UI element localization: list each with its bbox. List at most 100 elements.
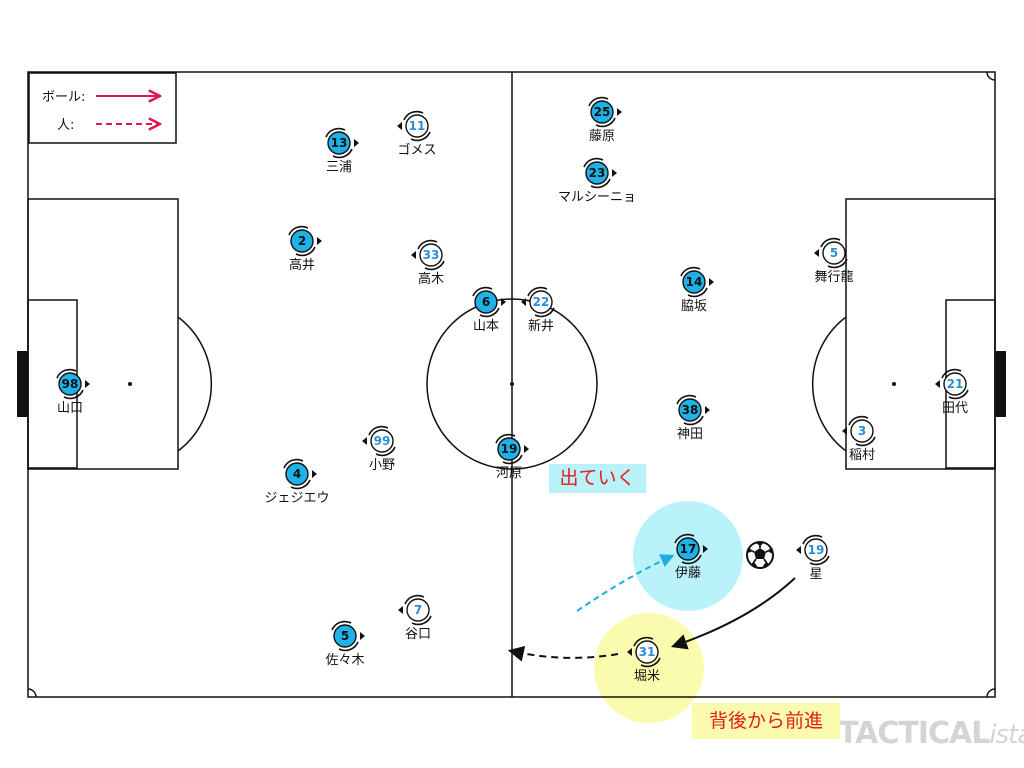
team-a-players: 98山口13三浦2高井4ジェジエウ5佐々木6山本19河原25藤原23マルシーニョ… <box>56 96 714 668</box>
player-ring-arc <box>63 389 84 400</box>
player-ring-arc <box>827 258 848 269</box>
player-name: 田代 <box>942 401 968 416</box>
player-name: 脇坂 <box>681 299 707 314</box>
player-ring-arc <box>411 615 432 626</box>
player-ring-arc <box>288 225 309 236</box>
facing-arrow-icon <box>411 251 416 259</box>
player-name: ゴメス <box>397 142 436 158</box>
watermark-main: TACTICAL <box>838 716 990 751</box>
player-name: 伊藤 <box>675 566 701 581</box>
player-ring-arc <box>338 641 359 652</box>
player-number: 6 <box>482 295 490 309</box>
player-name: 山口 <box>57 401 83 416</box>
annotation-advance: 背後から前進 <box>692 703 840 739</box>
player-disc <box>529 290 553 314</box>
watermark: TACTICALista <box>838 716 1024 751</box>
player-disc <box>678 398 702 422</box>
player-name: 神田 <box>677 427 703 442</box>
player-ring-arc <box>502 454 523 465</box>
player-disc <box>290 229 314 253</box>
player-number: 13 <box>331 136 348 150</box>
facing-arrow-icon <box>617 108 622 116</box>
player-disc <box>850 419 874 443</box>
player-name: 舞行龍 <box>814 269 853 285</box>
player-number: 98 <box>62 377 79 391</box>
player-ring-arc <box>809 555 830 566</box>
goal-right <box>995 351 1006 417</box>
player-disc <box>406 598 430 622</box>
player-b-7: 7 谷口 <box>398 594 432 642</box>
player-ring-arc <box>590 178 611 189</box>
legend-ball-label: ボール: <box>42 90 85 105</box>
player-ring-arc <box>417 239 438 250</box>
player-number: 7 <box>414 603 422 617</box>
annotation-go-out: 出ていく <box>549 464 646 493</box>
penalty-spot-right <box>892 382 896 386</box>
player-disc <box>676 537 700 561</box>
player-b-19: 19星 <box>796 534 830 582</box>
player-a-98: 98 山口 <box>56 368 90 416</box>
facing-arrow-icon <box>705 406 710 414</box>
player-b-11: 11 ゴメス <box>397 110 437 158</box>
facing-arrow-icon <box>398 606 403 614</box>
player-ring-arc <box>479 307 500 318</box>
pass-arrow-dashed-cyan <box>576 554 675 612</box>
player-ring-arc <box>56 368 77 379</box>
player-ring-arc <box>820 237 841 248</box>
player-name: 藤原 <box>589 129 615 144</box>
player-ring-arc <box>855 436 876 447</box>
player-ring-arc <box>595 117 616 128</box>
player-name: 高木 <box>418 271 444 287</box>
player-number: 25 <box>594 105 611 119</box>
player-name: 三浦 <box>326 160 352 175</box>
player-ring-arc <box>290 479 311 490</box>
facing-arrow-icon <box>521 298 526 306</box>
player-ring-arc <box>676 394 697 405</box>
player-ring-arc <box>472 286 493 297</box>
player-disc <box>682 270 706 294</box>
player-b-3: 3稲村 <box>842 415 876 463</box>
player-ring-arc <box>674 533 695 544</box>
player-ring-arc <box>410 131 431 142</box>
player-name: 稲村 <box>849 448 875 463</box>
player-ring-arc <box>681 554 702 565</box>
player-a-6: 6山本 <box>472 286 506 334</box>
player-number: 2 <box>298 234 306 248</box>
player-disc <box>370 429 394 453</box>
player-disc <box>497 437 521 461</box>
legend-person-label: 人: <box>57 118 74 133</box>
player-name: 新井 <box>528 318 554 334</box>
facing-arrow-icon <box>524 445 529 453</box>
player-a-2: 2 高井 <box>288 225 322 273</box>
player-number: 33 <box>423 248 440 262</box>
player-disc <box>804 538 828 562</box>
player-number: 11 <box>409 119 426 133</box>
facing-arrow-icon <box>312 470 317 478</box>
player-a-13: 13 三浦 <box>325 127 359 175</box>
center-spot <box>510 382 514 386</box>
player-number: 23 <box>589 166 606 180</box>
facing-arrow-icon <box>360 632 365 640</box>
player-ring-arc <box>948 389 969 400</box>
player-disc <box>822 241 846 265</box>
watermark-suffix: ista <box>989 720 1024 750</box>
player-disc <box>943 372 967 396</box>
facing-arrow-icon <box>814 249 819 257</box>
player-name: 高井 <box>289 257 315 273</box>
player-number: 19 <box>501 442 518 456</box>
player-ring-arc <box>527 286 548 297</box>
player-name: 谷口 <box>405 627 431 642</box>
player-ring-arc <box>332 148 353 159</box>
